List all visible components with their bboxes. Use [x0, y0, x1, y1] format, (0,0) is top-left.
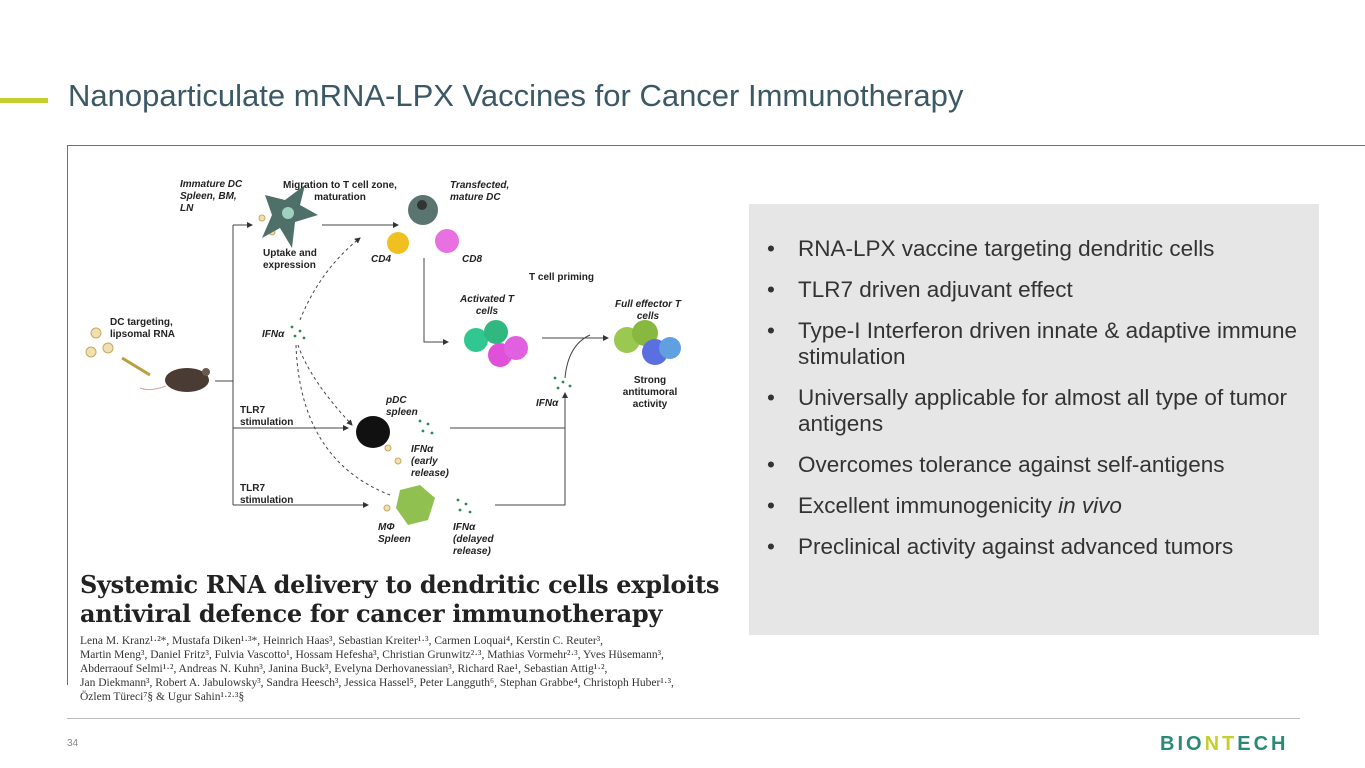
diagram-graphics — [85, 185, 681, 525]
mature-dc-icon — [408, 195, 438, 225]
migration-label: Migration to T cell zone,maturation — [283, 180, 397, 203]
bullet-item: TLR7 driven adjuvant effect — [767, 277, 1301, 303]
slide-title: Nanoparticulate mRNA-LPX Vaccines for Ca… — [68, 78, 964, 113]
cd4-cell-icon — [387, 232, 409, 254]
paper-title: Systemic RNA delivery to dendritic cells… — [80, 570, 720, 628]
cd8-cell-icon — [435, 229, 459, 253]
transfected-dc-label: Transfected,mature DC — [450, 180, 510, 203]
page-number: 34 — [67, 738, 79, 749]
bullet-item: Overcomes tolerance against self-antigen… — [767, 452, 1301, 478]
bullet-item: Type-I Interferon driven innate & adapti… — [767, 318, 1301, 370]
dc-targeting-label: DC targeting,lipsomal RNA — [110, 317, 176, 340]
dendritic-cell-icon — [262, 185, 318, 248]
frame-line — [67, 145, 1365, 146]
biontech-logo: BIONTECH — [1160, 733, 1289, 755]
syringe-icon — [121, 356, 151, 377]
activated-t-cells-icon — [464, 320, 528, 367]
footer-divider — [67, 718, 1300, 719]
mouse-icon — [139, 368, 210, 392]
bullet-item: Excellent immunogenicity in vivo — [767, 493, 1301, 519]
macrophage-icon — [396, 485, 435, 525]
paper-authors: Lena M. Kranz¹·²*, Mustafa Diken¹·³*, He… — [80, 635, 674, 703]
t-cell-priming-label: T cell priming — [529, 272, 595, 283]
pdc-cell-icon — [356, 416, 390, 448]
ifna-label: IFNα — [536, 398, 559, 409]
key-points-box: RNA-LPX vaccine targeting dendritic cell… — [749, 204, 1319, 635]
bullet-item: RNA-LPX vaccine targeting dendritic cell… — [767, 236, 1301, 262]
frame-line — [67, 145, 68, 685]
ifna-label: IFNα — [262, 329, 285, 340]
cd8-label: CD8 — [462, 254, 483, 265]
bullet-item: Universally applicable for almost all ty… — [767, 385, 1301, 437]
cd4-label: CD4 — [371, 254, 392, 265]
bullet-item: Preclinical activity against advanced tu… — [767, 534, 1301, 560]
effector-t-cells-icon — [614, 320, 681, 365]
title-accent-bar — [0, 98, 48, 103]
